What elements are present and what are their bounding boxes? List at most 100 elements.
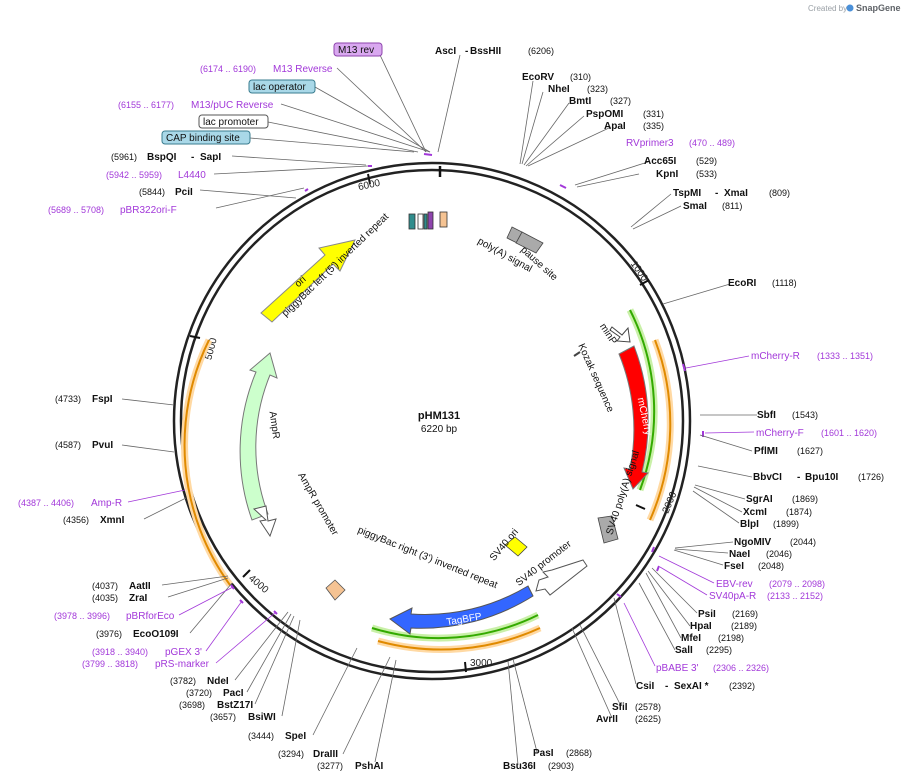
site-xmaI: XmaI xyxy=(724,188,748,199)
tick-label-3000: 3000 xyxy=(470,658,493,669)
primer-pos-pbr322ori-f: (5689 .. 5708) xyxy=(48,205,104,215)
site-bbvci-pos: (1726) xyxy=(858,472,884,482)
site-draiii: DraIII xyxy=(313,749,338,760)
site-bsshII: BssHII xyxy=(470,46,501,57)
site-avrII-pos: (2625) xyxy=(635,714,661,724)
site-sexaI: SexAI * xyxy=(674,681,709,692)
site-blpI-pos: (1899) xyxy=(773,519,799,529)
site-fseI: FseI xyxy=(724,561,744,572)
site-pciI: PciI xyxy=(175,187,193,198)
piggybac-left-ir-box xyxy=(439,211,448,228)
minp-feature xyxy=(609,326,631,343)
backbone-inner-ring xyxy=(179,168,685,674)
site-sfiI-pos: (2578) xyxy=(635,702,661,712)
mcherry-green-arc xyxy=(629,309,656,491)
mcherry-orange-arc xyxy=(649,339,672,521)
site-pflmi-pos: (1627) xyxy=(797,446,823,456)
site-sbfI-pos: (1543) xyxy=(792,410,818,420)
site-ngomiv: NgoMIV xyxy=(734,537,772,548)
site-csiI: CsiI xyxy=(636,681,655,692)
primer-m13puc-reverse: M13/pUC Reverse xyxy=(191,100,274,111)
primer-sv40pa-r: SV40pA-R xyxy=(709,591,756,602)
site-bspqI: BspQI xyxy=(147,152,177,163)
site-nheI-pos: (323) xyxy=(587,84,608,94)
site-avrII: AvrII xyxy=(596,714,618,725)
primer-pos-pbabe3: (2306 .. 2326) xyxy=(713,663,769,673)
leader-prs-marker xyxy=(215,611,277,664)
site-ndeI: NdeI xyxy=(207,676,229,687)
plasmid-length: 6220 bp xyxy=(421,424,458,435)
ampr-orange-arc xyxy=(183,339,231,586)
sv40-promoter-feature xyxy=(535,559,588,596)
site-ecorv-pos: (310) xyxy=(570,72,591,82)
site-mfeI: MfeI xyxy=(681,633,701,644)
tagbfp-feature xyxy=(389,585,534,635)
site-tspmi-pos: (809) xyxy=(769,188,790,198)
site-blpI: BlpI xyxy=(740,519,759,530)
m13-rev-box xyxy=(333,42,383,57)
site-pshaI: PshAI xyxy=(355,761,384,772)
site-sapI: SapI xyxy=(200,152,221,163)
site-bsu36I-pos: (2903) xyxy=(548,761,574,771)
primer-rvprimer3: RVprimer3 xyxy=(626,138,674,149)
site-bmtI: BmtI xyxy=(569,96,591,107)
primer-pos-mcherry-f: (1601 .. 1620) xyxy=(821,428,877,438)
leader-mcherry-r xyxy=(685,355,750,369)
sv40-polya-feature xyxy=(597,515,619,544)
leader-amp-r xyxy=(127,489,186,503)
svg-text:-: - xyxy=(715,188,718,199)
site-pspomi-pos: (331) xyxy=(643,109,664,119)
piggybac-right-label: piggyBac right (3') inverted repeat xyxy=(356,525,499,591)
site-bstz17I: BstZ17I xyxy=(217,700,253,711)
site-sgrai-pos: (1869) xyxy=(792,494,818,504)
primer-ebv-rev: EBV-rev xyxy=(716,579,753,590)
site-tspmi: TspMI xyxy=(673,188,701,199)
site-acc65I-pos: (529) xyxy=(696,156,717,166)
lac-promoter-feature xyxy=(417,213,424,230)
primer-amp-r: Amp-R xyxy=(91,498,122,509)
leader-lines xyxy=(121,54,757,766)
site-mfeI-pos: (2198) xyxy=(718,633,744,643)
tagbfp-orange-arc xyxy=(377,627,541,651)
site-aatII-pos: (4037) xyxy=(92,581,118,591)
piggybac-left-label: piggyBac left (5') inverted repeat xyxy=(280,211,391,319)
plasmid-name: pHM131 xyxy=(418,410,460,422)
site-pacI: PacI xyxy=(223,688,244,699)
tick-label-6000: 6000 xyxy=(357,178,381,193)
site-csiI-pos: (2392) xyxy=(729,681,755,691)
m13rev-feature xyxy=(427,211,434,230)
primer-pbrforeco: pBRforEco xyxy=(126,611,175,622)
svg-text:-: - xyxy=(797,472,800,483)
site-pacI-pos: (3720) xyxy=(186,688,212,698)
primer-pbabe3: pBABE 3' xyxy=(656,663,699,674)
cap-binding-site-box xyxy=(161,130,251,145)
primer-pos-pbrforeco: (3978 .. 3996) xyxy=(54,611,110,621)
site-psiI: PsiI xyxy=(698,609,716,620)
primer-pos-l4440: (5942 .. 5959) xyxy=(106,170,162,180)
svg-text:-: - xyxy=(465,46,468,57)
ampr-promoter-label: AmpR promoter xyxy=(295,471,340,538)
site-smaI: SmaI xyxy=(683,201,707,212)
svg-text:-: - xyxy=(665,681,668,692)
primer-pos-amp-r: (4387 .. 4406) xyxy=(18,498,74,508)
leader-mcherry-f xyxy=(704,431,755,434)
primer-pos-pgex3: (3918 .. 3940) xyxy=(92,647,148,657)
primer-pos-m13-reverse: (6174 .. 6190) xyxy=(200,64,256,74)
site-pshaI-pos: (3277) xyxy=(317,761,343,771)
credit-text: Created by xyxy=(808,4,847,13)
site-apaI: ApaI xyxy=(604,121,626,132)
piggybac-right-ir-box xyxy=(325,579,346,601)
site-xmnI-pos: (4356) xyxy=(63,515,89,525)
site-pasI-pos: (2868) xyxy=(566,748,592,758)
site-bsiwi: BsiWI xyxy=(248,712,276,723)
site-bstz17I-pos: (3698) xyxy=(179,700,205,710)
site-bbvci: BbvCI xyxy=(753,472,782,483)
site-zraI-pos: (4035) xyxy=(92,593,118,603)
m13-rev-label: M13 rev xyxy=(338,45,374,56)
leader-pgex3 xyxy=(205,600,243,652)
primer-l4440: L4440 xyxy=(178,170,206,181)
site-fspI-pos: (4733) xyxy=(55,394,81,404)
site-acc65I: Acc65I xyxy=(644,156,676,167)
kozak-label: Kozak sequence xyxy=(575,342,615,414)
